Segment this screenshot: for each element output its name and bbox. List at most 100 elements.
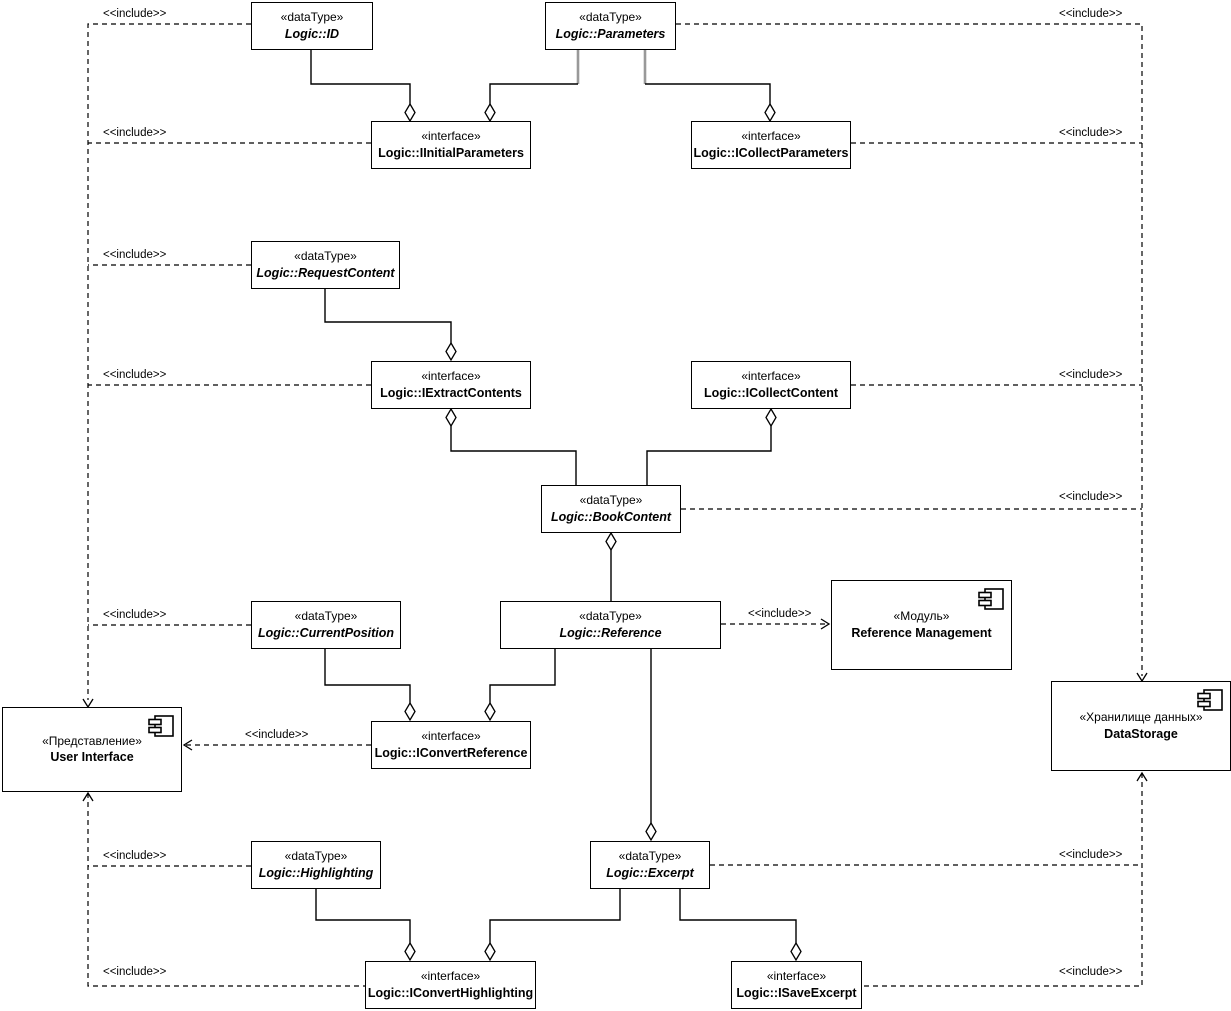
edge-icollectcontent-to-bookcontent xyxy=(646,426,772,485)
include-label: <<include>> xyxy=(1059,491,1123,503)
node-user-interface[interactable]: «Представление» User Interface xyxy=(2,707,182,792)
include-label: <<include>> xyxy=(1059,369,1123,381)
stereotype-label: «interface» xyxy=(741,369,801,384)
include-trunk-left-top xyxy=(87,23,251,700)
node-icollectparameters[interactable]: «interface» Logic::ICollectParameters xyxy=(691,121,851,169)
include-trunk-right-top xyxy=(676,23,1143,676)
include-label: <<include>> xyxy=(103,966,167,978)
node-highlighting[interactable]: «dataType» Logic::Highlighting xyxy=(251,841,381,889)
node-requestcontent[interactable]: «dataType» Logic::RequestContent xyxy=(251,241,400,289)
arrow-into-userinterface-top xyxy=(82,698,94,709)
diamond-iconvertreference-left xyxy=(404,701,416,722)
node-iextractcontents[interactable]: «interface» Logic::IExtractContents xyxy=(371,361,531,409)
diamond-icollectparameters xyxy=(764,102,776,123)
node-name: Logic::Excerpt xyxy=(606,865,694,880)
include-label: <<include>> xyxy=(1059,8,1123,20)
node-iconverthighlighting[interactable]: «interface» Logic::IConvertHighlighting xyxy=(365,961,536,1009)
edge-parameters-to-icollectparameters xyxy=(645,83,771,104)
stereotype-label: «dataType» xyxy=(618,849,682,864)
edge-requestcontent-to-iextractcontents xyxy=(324,289,452,343)
edge-highlighting-to-iconverthighlighting xyxy=(315,889,411,943)
stereotype-label: «dataType» xyxy=(294,249,357,264)
node-name: Logic::IConvertReference xyxy=(374,745,528,760)
include-label: <<include>> xyxy=(103,127,167,139)
edge-excerpt-to-isaveexcerpt xyxy=(679,889,797,943)
diamond-iextractcontents-bottom xyxy=(445,407,457,428)
diamond-iinitialparameters-right xyxy=(484,102,496,123)
node-name: DataStorage xyxy=(1104,726,1178,741)
node-logic-id[interactable]: «dataType» Logic::ID xyxy=(251,2,373,50)
diamond-bookcontent-bottom xyxy=(605,531,617,552)
stereotype-label: «Хранилище данных» xyxy=(1079,710,1203,725)
stereotype-label: «interface» xyxy=(421,369,481,384)
node-name: Logic::CurrentPosition xyxy=(257,625,395,640)
stereotype-label: «interface» xyxy=(420,969,481,984)
include-label: <<include>> xyxy=(1059,849,1123,861)
dashed-include-edges xyxy=(87,23,1143,987)
stereotype-label: «Представление» xyxy=(42,733,142,748)
edge-reference-to-iconvertreference xyxy=(489,649,556,703)
node-name: Logic::Highlighting xyxy=(258,865,374,880)
stereotype-label: «dataType» xyxy=(280,10,344,25)
stereotype-label: «dataType» xyxy=(294,609,358,624)
component-icon xyxy=(1197,689,1223,711)
node-name: Logic::IConvertHighlighting xyxy=(367,985,534,1000)
diamond-iconverthighlighting-left xyxy=(404,941,416,962)
arrow-into-userinterface-bottom xyxy=(82,791,94,802)
diamond-excerpt-top xyxy=(645,821,657,842)
node-datastorage[interactable]: «Хранилище данных» DataStorage xyxy=(1051,681,1231,771)
stereotype-label: «dataType» xyxy=(579,10,642,25)
edge-parameters-to-iinitialparameters xyxy=(489,83,578,104)
node-name: Reference Management xyxy=(851,625,992,640)
include-trunk-left-bottom xyxy=(87,793,365,987)
node-name: Logic::BookContent xyxy=(550,509,672,524)
component-icon xyxy=(148,715,174,737)
edge-id-to-iinitialparameters xyxy=(310,50,411,104)
node-excerpt[interactable]: «dataType» Logic::Excerpt xyxy=(590,841,710,889)
stereotype-label: «interface» xyxy=(421,129,481,144)
arrow-into-userinterface-right xyxy=(182,739,193,751)
node-iconvertreference[interactable]: «interface» Logic::IConvertReference xyxy=(371,721,531,769)
diamond-isaveexcerpt xyxy=(790,941,802,962)
node-name: Logic::Reference xyxy=(559,625,662,640)
diamond-iconverthighlighting-right xyxy=(484,941,496,962)
node-logic-parameters[interactable]: «dataType» Logic::Parameters xyxy=(545,2,676,50)
include-trunk-right-bottom xyxy=(862,773,1143,987)
node-isaveexcerpt[interactable]: «interface» Logic::ISaveExcerpt xyxy=(731,961,862,1009)
stereotype-label: «interface» xyxy=(741,129,801,144)
arrow-into-datastorage-bottom xyxy=(1136,771,1148,782)
diamond-icollectcontent-bottom xyxy=(765,407,777,428)
stereotype-label: «dataType» xyxy=(579,493,643,508)
node-name: Logic::IExtractContents xyxy=(380,385,522,400)
node-name: Logic::ISaveExcerpt xyxy=(736,985,857,1000)
node-icollectcontent[interactable]: «interface» Logic::ICollectContent xyxy=(691,361,851,409)
edge-currentposition-to-iconvertreference xyxy=(324,649,411,703)
edge-iextractcontents-to-bookcontent xyxy=(450,426,577,485)
solid-aggregation-edges xyxy=(310,50,797,943)
node-name: Logic::IInitialParameters xyxy=(378,145,524,160)
include-label: <<include>> xyxy=(103,249,167,261)
node-name: Logic::ICollectContent xyxy=(703,385,838,400)
node-name: Logic::RequestContent xyxy=(256,265,395,280)
node-iinitialparameters[interactable]: «interface» Logic::IInitialParameters xyxy=(371,121,531,169)
node-name: User Interface xyxy=(50,750,134,765)
node-bookcontent[interactable]: «dataType» Logic::BookContent xyxy=(541,485,681,533)
node-currentposition[interactable]: «dataType» Logic::CurrentPosition xyxy=(251,601,401,649)
node-reference[interactable]: «dataType» Logic::Reference xyxy=(500,601,721,649)
stereotype-label: «Модуль» xyxy=(893,609,950,624)
node-name: Logic::Parameters xyxy=(555,26,666,41)
include-label: <<include>> xyxy=(748,608,812,620)
component-icon xyxy=(978,588,1004,610)
stereotype-label: «dataType» xyxy=(284,849,348,864)
include-label: <<include>> xyxy=(103,850,167,862)
node-reference-management[interactable]: «Модуль» Reference Management xyxy=(831,580,1012,670)
aggregation-diamonds xyxy=(404,102,802,962)
include-label: <<include>> xyxy=(103,369,167,381)
include-label: <<include>> xyxy=(103,609,167,621)
node-name: Logic::ID xyxy=(284,26,340,41)
include-label: <<include>> xyxy=(1059,966,1123,978)
stereotype-label: «dataType» xyxy=(579,609,642,624)
stereotype-label: «interface» xyxy=(766,969,827,984)
